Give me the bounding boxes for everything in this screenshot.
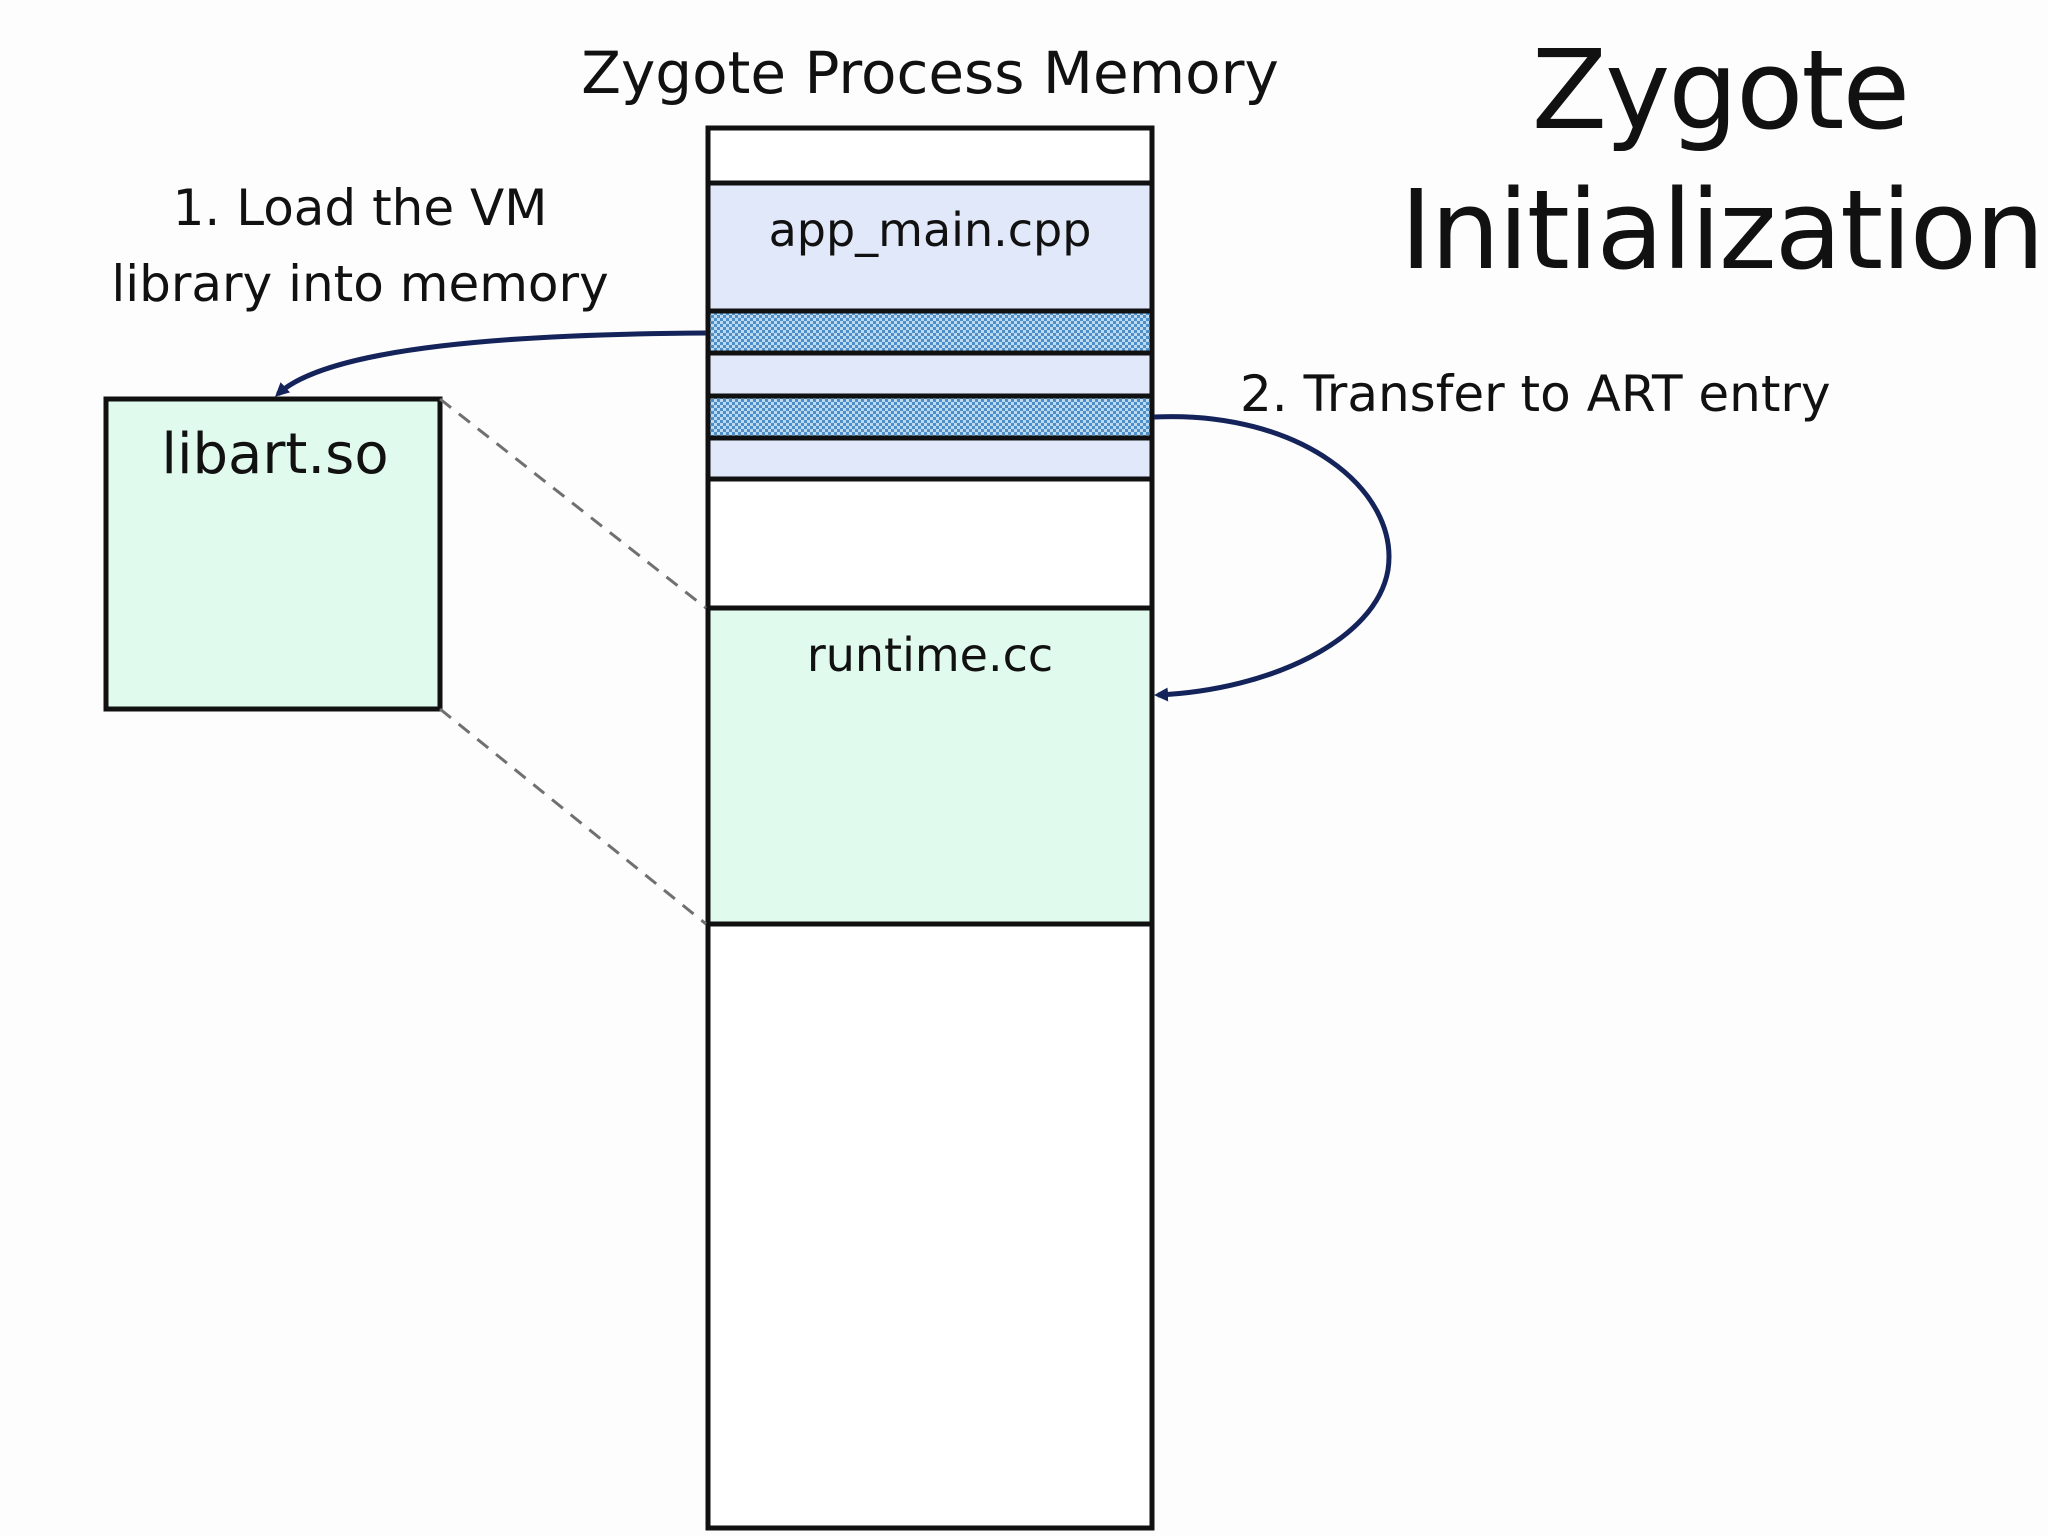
curved-arrow-loop-icon <box>1153 414 1392 702</box>
memory-caption: Zygote Process Memory <box>581 39 1279 107</box>
runtime-region <box>705 605 1155 927</box>
step1-label-line1: 1. Load the VM <box>172 179 548 237</box>
slide-title-line2: Initialization <box>1400 166 2045 294</box>
libart-box <box>103 396 443 712</box>
hatched-segment-load-call <box>705 308 1155 356</box>
mapping-line-bottom <box>439 707 707 926</box>
app-main-label: app_main.cpp <box>768 203 1092 257</box>
runtime-label: runtime.cc <box>806 628 1054 682</box>
step2-label: 2. Transfer to ART entry <box>1240 365 1831 423</box>
step1-label: 1. Load the VM library into memory <box>40 170 680 322</box>
step1-label-line2: library into memory <box>111 255 609 313</box>
slide-title: Zygote Initialization <box>1400 20 2045 300</box>
mapping-line-top <box>439 397 707 610</box>
memory-column-border <box>705 125 1155 1531</box>
slide-title-line1: Zygote <box>1531 26 1910 154</box>
libart-label: libart.so <box>161 422 389 487</box>
hatched-segment-transfer-call <box>705 393 1155 441</box>
curved-arrow-left-icon <box>275 330 707 397</box>
